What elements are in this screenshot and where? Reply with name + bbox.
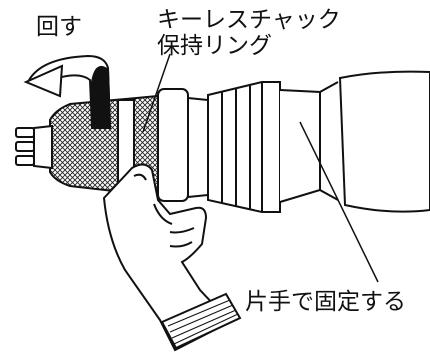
keyless-chuck-label-line1: キーレスチャック [157,7,341,33]
drill-body-icon [319,70,430,213]
chuck-jaws [15,124,53,170]
rotation-arrow-icon [23,54,112,129]
hold-by-hand-label: 片手で固定する [245,289,406,315]
gloved-hand-icon [102,163,242,352]
keyless-chuck-retaining-ring [157,88,209,202]
rotate-label: 回す [36,14,82,40]
keyless-chuck-label-line2: 保持リング [157,33,272,59]
leader-lines [142,53,379,283]
ring-leader-line [142,53,171,133]
hand-leader-line [299,121,379,283]
drill-collar [207,81,321,213]
